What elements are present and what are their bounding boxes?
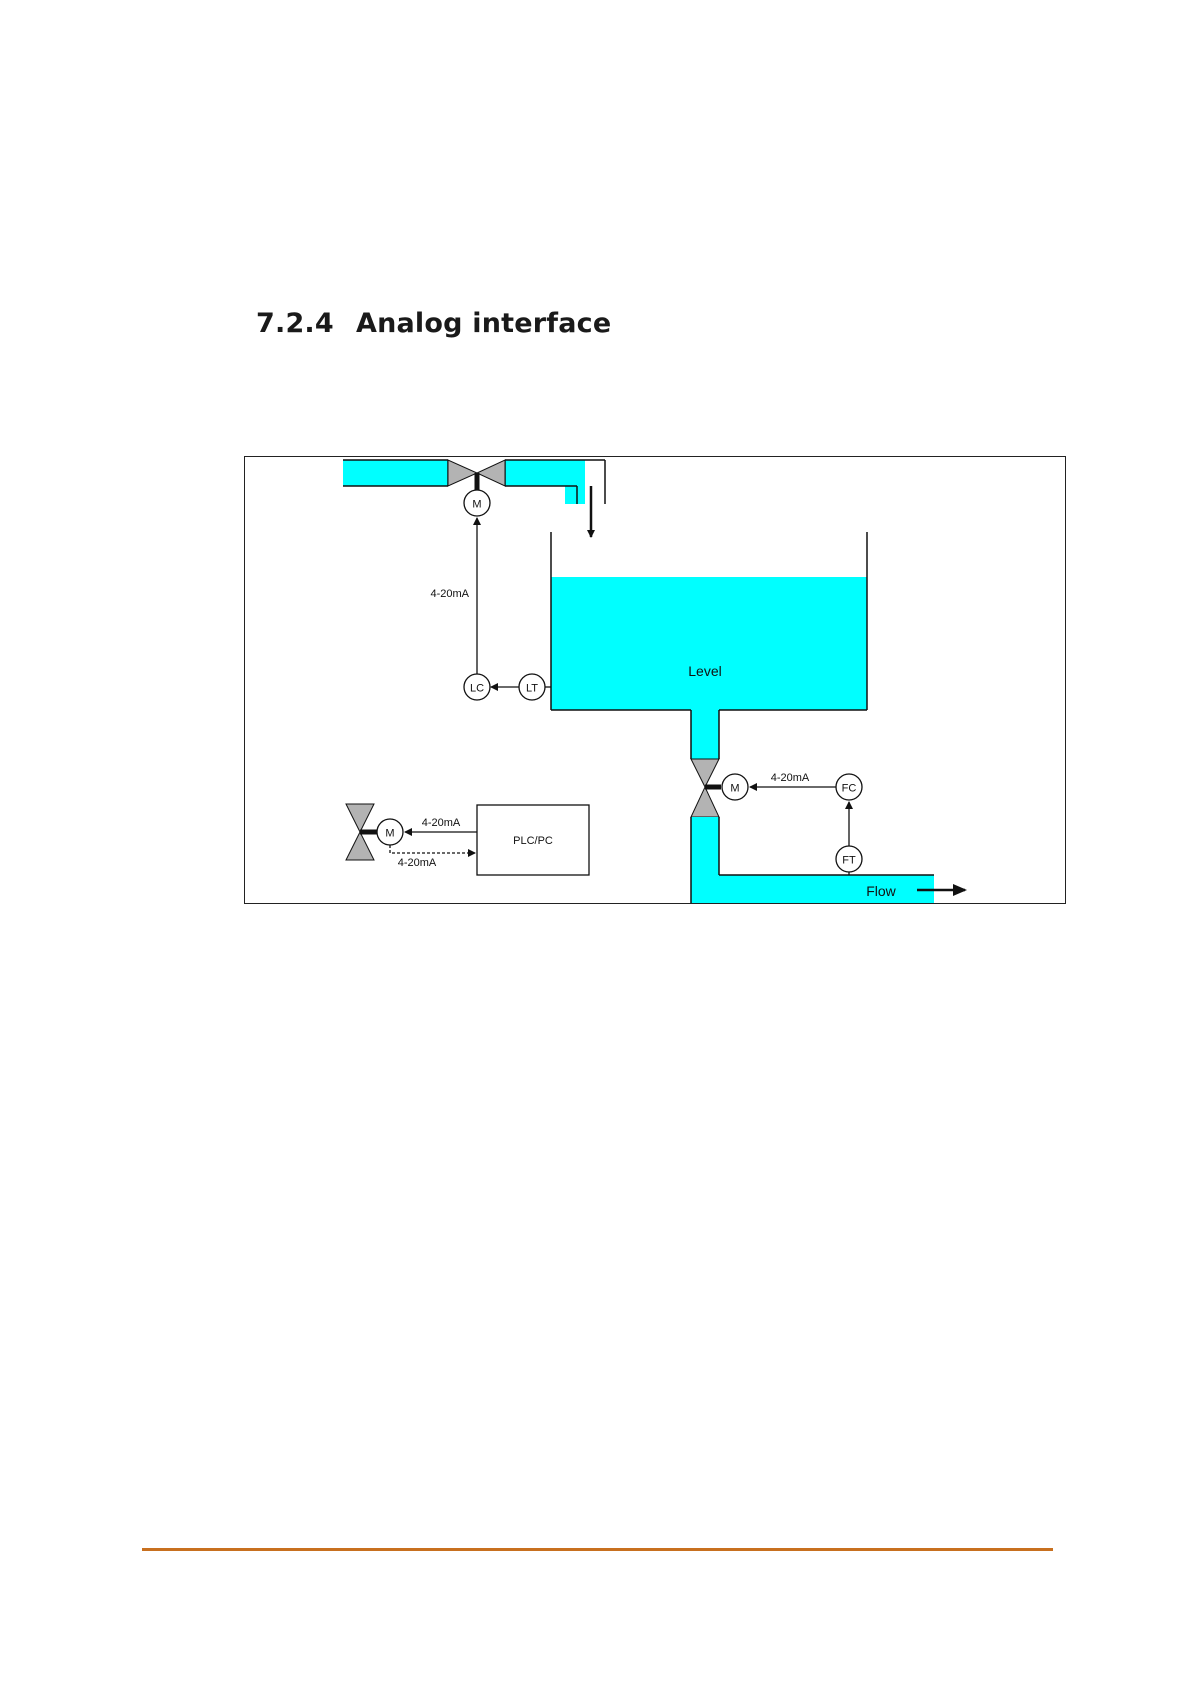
legend-motor-icon: M [377,819,403,845]
level-controller-label: LC [470,683,484,695]
level-signal-label: 4-20mA [430,588,469,600]
footer-rule [142,1548,1053,1551]
level-transmitter-icon: LT [519,674,545,700]
outlet-pipe-lower: Flow [691,817,934,904]
outlet-motor-icon: M [722,774,748,800]
inlet-motor-icon: M [464,490,490,516]
plc-label: PLC/PC [513,835,553,847]
outlet-valve-icon [691,759,721,817]
tank: Level [551,532,867,710]
flow-controller-label: FC [842,783,857,795]
flow-transmitter-label: FT [842,855,856,867]
outlet-pipe-upper [691,709,719,759]
tank-level-label: Level [688,663,721,679]
outlet-motor-label: M [730,783,739,795]
tank-liquid [551,577,867,710]
section-number: 7.2.4 [256,308,356,339]
flow-label: Flow [866,883,896,899]
legend-valve-icon [346,804,378,860]
plc-output-signal-label: 4-20mA [422,817,461,829]
inlet-motor-label: M [472,499,481,511]
flow-controller-icon: FC [836,774,862,800]
inlet-valve-icon [448,460,505,491]
motor-feedback-signal [390,845,475,853]
plc-feedback-signal-label: 4-20mA [398,857,437,869]
section-title: Analog interface [356,308,611,339]
flow-transmitter-icon: FT [836,846,862,872]
flow-signal-label: 4-20mA [771,772,810,784]
process-diagram-svg: M Level [245,457,1066,904]
process-diagram: M Level [244,456,1066,904]
level-controller-icon: LC [464,674,490,700]
legend-motor-label: M [385,828,394,840]
level-transmitter-label: LT [526,683,538,695]
